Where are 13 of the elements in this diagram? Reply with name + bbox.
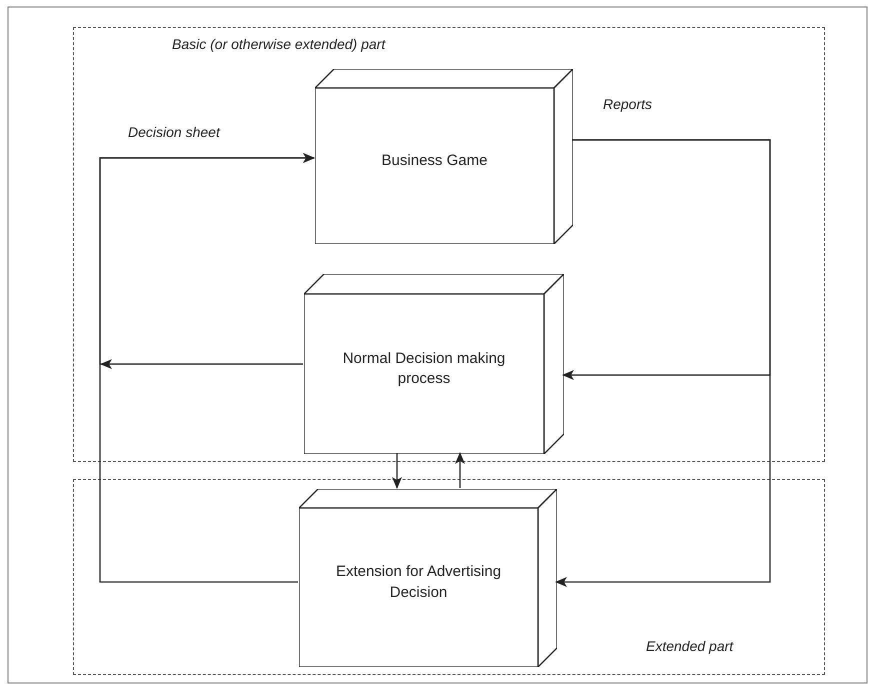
arrow — [455, 452, 465, 488]
region-heading: Basic (or otherwise extended) part — [172, 36, 386, 52]
box-label: Business Game — [382, 150, 488, 171]
box-label: Normal Decision making process — [342, 348, 506, 389]
dashed-region — [73, 27, 825, 462]
edge-label: Decision sheet — [126, 124, 222, 140]
dashed-region — [73, 479, 825, 675]
arrow — [99, 152, 315, 583]
region-heading: Extended part — [646, 638, 734, 654]
arrow — [392, 453, 402, 489]
box-label: Extension for Advertising Decision — [334, 562, 502, 602]
arrow — [555, 139, 771, 587]
edge-label: Reports — [601, 96, 654, 112]
